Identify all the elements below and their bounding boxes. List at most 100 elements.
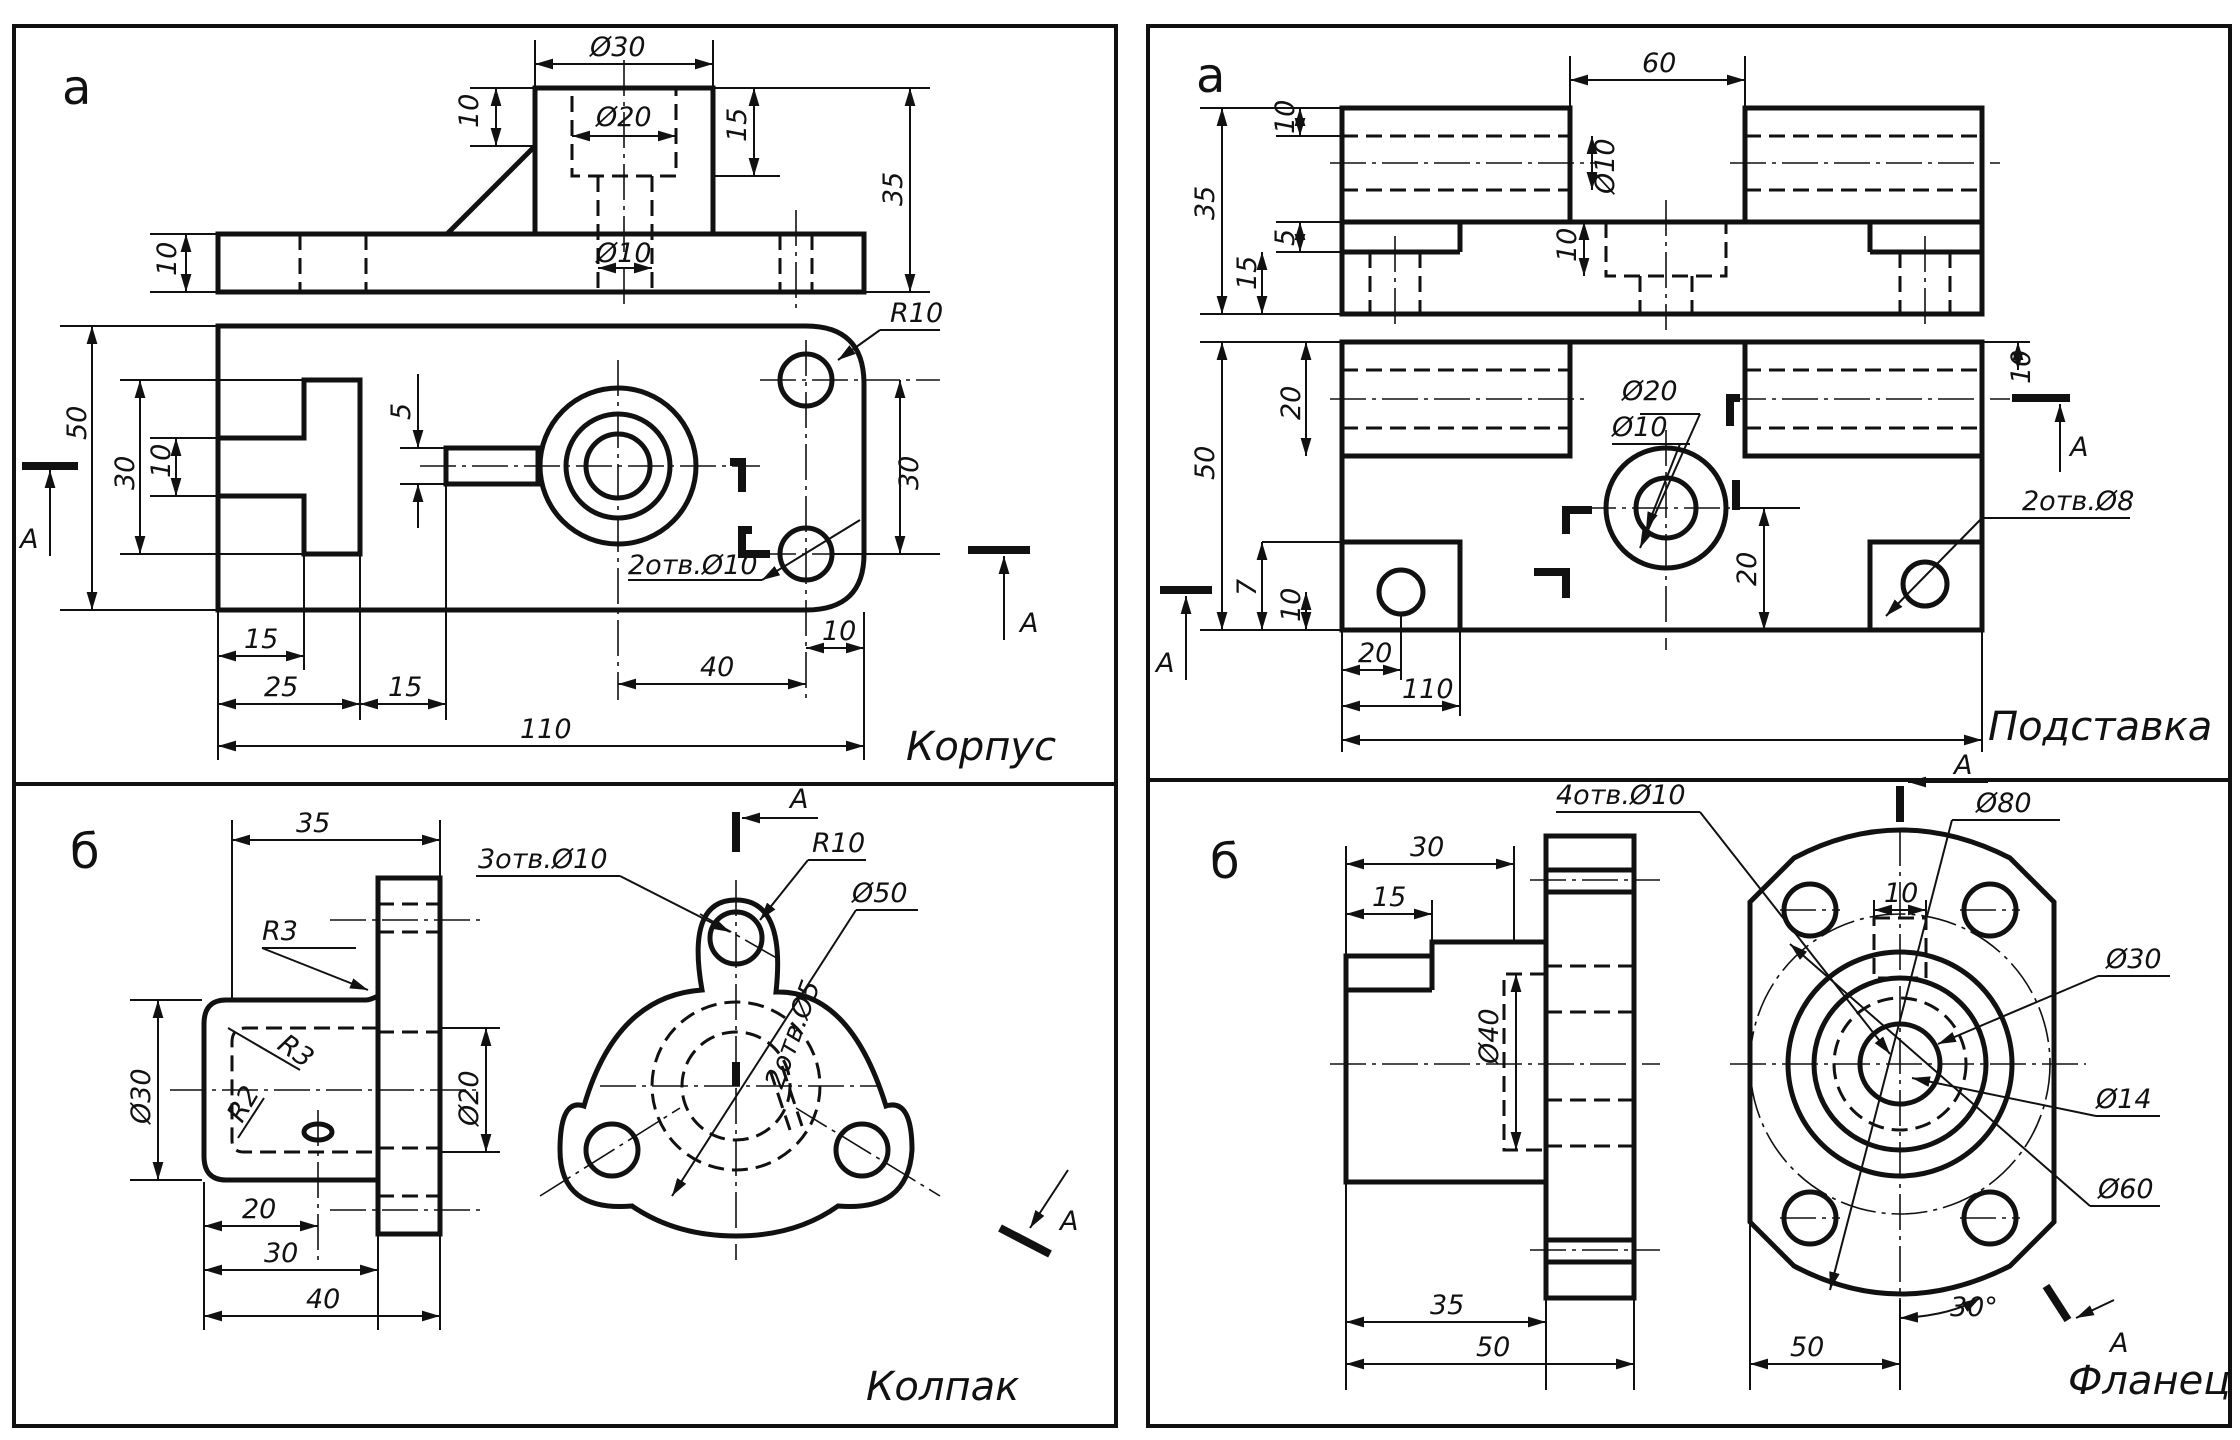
- dimension-label: Ø14: [2095, 1084, 2152, 1115]
- dimension-label: 60: [1642, 48, 1676, 79]
- dimension-label: А: [1018, 608, 1038, 639]
- dimension-label: 30: [264, 1238, 298, 1269]
- dimension-label: 2отв.Ø5: [759, 976, 827, 1092]
- dimension-label: 3отв.Ø10: [478, 844, 608, 875]
- dimension-label: 20: [1276, 386, 1307, 420]
- front-dims: 3отв.Ø10 R10 Ø50 2отв.Ø5: [476, 828, 918, 1197]
- dimension-label: 15: [388, 672, 422, 703]
- dimension-label: 30: [1410, 832, 1444, 863]
- side-view: [1330, 833, 1660, 1301]
- dimension-label: 10: [822, 616, 856, 647]
- dimension-label: 2отв.Ø8: [2022, 486, 2134, 517]
- front-dims: 4отв.Ø10 Ø80 10 Ø30 Ø14 Ø60 50 30°: [1556, 780, 2170, 1390]
- dimension-label: Ø30: [126, 1068, 157, 1125]
- panel-kolpak: б Колпак 35 R3 R3: [70, 784, 1078, 1410]
- dimension-label: Ø20: [454, 1070, 485, 1127]
- top-view: [1330, 339, 2010, 650]
- front-dims: 60 10 35 Ø10 5 15 10: [1190, 48, 1746, 315]
- dimension-label: Ø80: [1975, 788, 2032, 819]
- dimension-label: 20: [1732, 552, 1763, 586]
- panel-podstavka: а Подставка: [1154, 48, 2212, 752]
- top-dims: 50 30 10 5 30 R10 2отв.Ø10: [60, 298, 943, 760]
- dimension-label: 20: [242, 1194, 276, 1225]
- dimension-label: R10: [890, 298, 943, 329]
- dimension-label: Ø20: [1621, 376, 1678, 407]
- part-title: Фланец: [2068, 1358, 2231, 1404]
- dimension-label: А: [1154, 648, 1174, 679]
- dimension-label: Ø50: [851, 878, 908, 909]
- dimension-label: 15: [722, 108, 753, 142]
- dimension-label: 2отв.Ø10: [628, 550, 758, 581]
- panel-flanets: б Фланец 30 15: [1210, 750, 2231, 1404]
- side-dims: 30 15 Ø40 35 50: [1345, 832, 1635, 1390]
- dimension-label: Ø30: [2105, 944, 2162, 975]
- dimension-label: 10: [454, 94, 485, 128]
- dimension-label: R2: [221, 1081, 266, 1128]
- side-view: [170, 875, 480, 1260]
- dimension-label: Ø20: [595, 102, 652, 133]
- dimension-label: R3: [262, 916, 298, 947]
- panel-letter: б: [1210, 834, 1240, 890]
- section-markers: А А: [18, 462, 1038, 640]
- dimension-label: Ø60: [2097, 1174, 2154, 1205]
- part-title: Колпак: [866, 1364, 1019, 1410]
- front-view: [215, 60, 867, 310]
- panel-letter: а: [1196, 48, 1225, 104]
- dimension-label: 15: [244, 624, 278, 655]
- top-dims: Ø20 Ø10 50 20 7 10 10 20 2отв.Ø8: [1190, 341, 2134, 752]
- dimension-label: 15: [1232, 256, 1263, 290]
- dimension-label: А: [2068, 432, 2088, 463]
- dimension-label: 10: [1552, 228, 1583, 262]
- dimension-label: 10: [1276, 588, 1307, 622]
- dimension-label: А: [1952, 750, 1972, 781]
- dimension-label: 35: [1430, 1290, 1464, 1321]
- dimension-label: А: [18, 524, 38, 555]
- dimension-label: Ø40: [1474, 1008, 1505, 1065]
- panel-korpus: а Корпус Ø30 Ø20 Ø10: [18, 32, 1056, 770]
- dimension-label: 35: [296, 808, 330, 839]
- dimension-label: 30: [110, 456, 141, 490]
- front-dims: Ø30 Ø20 Ø10 10 15 35 10: [150, 32, 930, 293]
- front-view: [1730, 786, 2086, 1323]
- dimension-label: 10: [2006, 350, 2037, 384]
- dimension-label: А: [2108, 1328, 2128, 1359]
- dimension-label: Ø30: [589, 32, 646, 63]
- dimension-label: Ø10: [1611, 412, 1668, 443]
- dimension-label: 10: [152, 242, 183, 276]
- dimension-label: 10: [146, 444, 177, 478]
- dimension-label: 15: [1372, 882, 1406, 913]
- dimension-label: 40: [700, 652, 734, 683]
- dimension-label: 40: [306, 1284, 340, 1315]
- panel-letter: а: [62, 60, 91, 116]
- dimension-label: А: [1058, 1206, 1078, 1237]
- dimension-label: А: [788, 784, 808, 815]
- dimension-label: 35: [1190, 186, 1221, 220]
- dimension-label: 20: [1358, 638, 1392, 669]
- dimension-label: R10: [812, 828, 865, 859]
- dimension-label: 5: [386, 403, 417, 420]
- dimension-label: Ø10: [595, 238, 652, 269]
- section-markers: А А: [1908, 750, 2128, 1359]
- side-dims: 35 R3 R3 Ø30 R2 Ø20 20 30 40: [126, 808, 500, 1330]
- dimension-label: 10: [1270, 100, 1301, 134]
- dimension-label: 4отв.Ø10: [1556, 780, 1686, 811]
- dimension-label: 50: [1476, 1332, 1510, 1363]
- dimension-label: 110: [1402, 674, 1454, 705]
- sheet-frames: [12, 24, 2232, 1428]
- dimension-label: Ø10: [1590, 138, 1621, 195]
- section-markers: А А: [732, 784, 1078, 1258]
- dimension-label: 50: [1190, 446, 1221, 480]
- part-title: Подставка: [1988, 704, 2212, 750]
- section-markers: А А: [1154, 394, 2088, 680]
- panel-letter: б: [70, 824, 100, 880]
- dimension-label: 30°: [1950, 1292, 1998, 1323]
- front-view: [1330, 105, 2000, 330]
- dimension-label: 25: [264, 672, 298, 703]
- dimension-label: 5: [1270, 229, 1301, 246]
- dimension-label: 110: [520, 714, 572, 745]
- part-title: Корпус: [906, 724, 1056, 770]
- dimension-label: 30: [894, 456, 925, 490]
- dimension-label: 35: [878, 172, 909, 206]
- dimension-label: 7: [1232, 579, 1263, 596]
